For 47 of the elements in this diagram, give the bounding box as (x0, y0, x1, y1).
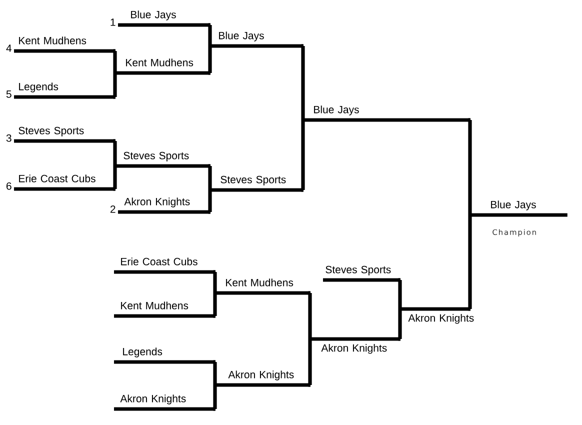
bracket-line (468, 118, 472, 215)
team-slot: Blue Jays (210, 32, 304, 48)
bracket-line (398, 309, 402, 341)
team-slot: Erie Coast Cubs (14, 174, 116, 191)
team-slot: Kent Mudhens (115, 58, 210, 75)
team-slot: Akron Knights (114, 394, 216, 411)
bracket-line (398, 278, 402, 309)
team-slot: Blue Jays (118, 10, 210, 27)
bracket-line (208, 164, 212, 190)
seed-number: 2 (110, 205, 116, 213)
team-slot: Akron Knights (310, 337, 400, 354)
team-slot: Legends (14, 82, 116, 99)
seed-number: 3 (6, 134, 12, 142)
team-slot: Akron Knights (215, 370, 310, 387)
team-slot: Kent Mudhens (114, 302, 216, 318)
team-slot: Legends (114, 348, 216, 364)
bracket-line (213, 360, 218, 385)
team-slot: Steves Sports (115, 152, 210, 168)
team-slot: Blue Jays (470, 200, 568, 217)
seed-number: 5 (6, 90, 12, 98)
bracket-line (213, 293, 218, 318)
team-slot: Steves Sports (210, 176, 304, 192)
team-slot: Blue Jays (303, 106, 470, 122)
bracket-line (113, 73, 118, 99)
team-slot: Steves Sports (323, 266, 400, 282)
team-slot: Akron Knights (400, 307, 474, 324)
bracket-line (113, 166, 118, 191)
team-slot: Erie Coast Cubs (114, 258, 216, 274)
seed-number: 6 (6, 182, 12, 190)
bracket-line (301, 44, 306, 120)
bracket-line (208, 23, 212, 46)
bracket-line (113, 139, 118, 166)
team-slot: Steves Sports (14, 126, 116, 143)
bracket-line (113, 49, 118, 73)
seed-number: 4 (6, 44, 12, 52)
team-slot: Kent Mudhens (14, 36, 116, 53)
team-slot: Akron Knights (118, 198, 210, 214)
bracket-line (308, 291, 312, 339)
bracket-line (208, 46, 212, 75)
bracket-line (308, 339, 312, 387)
bracket-line (301, 120, 306, 192)
bracket-line (213, 385, 218, 411)
seed-number: 1 (110, 18, 116, 26)
bracket-line (468, 215, 472, 311)
bracket-line (208, 190, 212, 214)
bracket-line (213, 270, 218, 293)
team-slot: Kent Mudhens (215, 278, 310, 295)
